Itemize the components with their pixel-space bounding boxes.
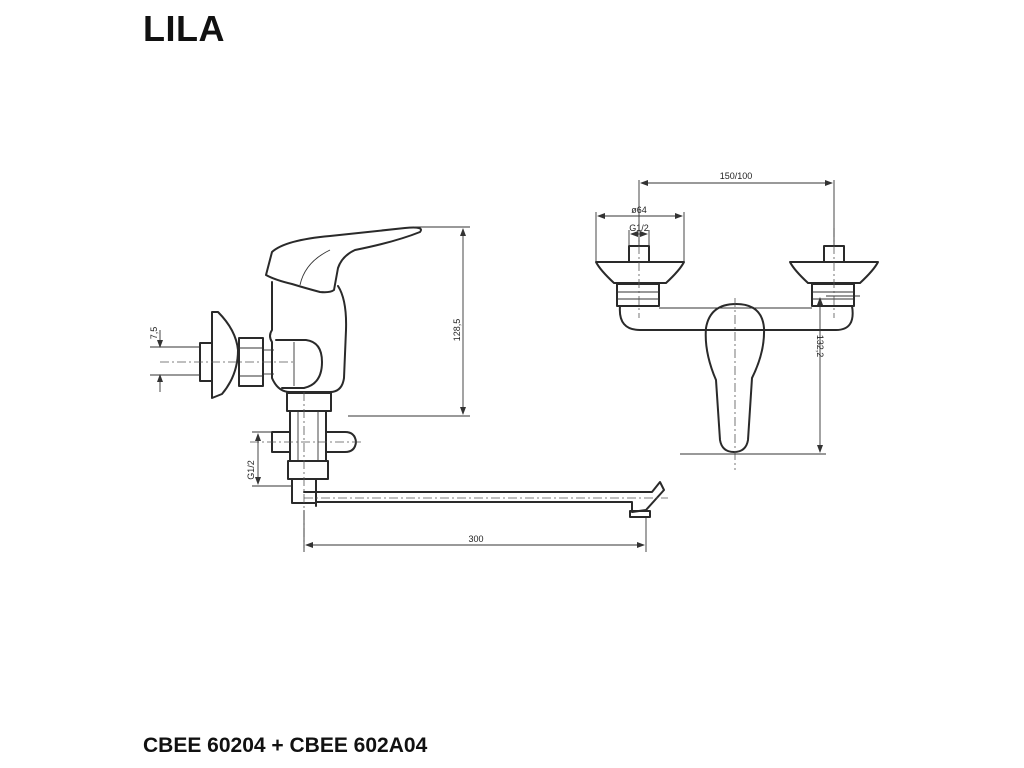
side-view xyxy=(160,226,668,548)
dim-thread-front: G1/2 xyxy=(629,223,649,233)
side-mixer-body xyxy=(269,281,348,393)
front-view-dimensions: 150/100 ø64 G1/2 132,2 xyxy=(595,171,860,455)
side-diverter-body xyxy=(289,410,327,462)
dim-thread-side: G1/2 xyxy=(246,460,256,480)
dim-spout-length: 300 xyxy=(468,534,483,544)
front-left-flange xyxy=(595,261,685,284)
side-spout xyxy=(303,481,665,513)
side-view-dimensions: 128,5 7,5 G1/2 300 xyxy=(149,226,647,552)
product-codes: CBEE 60204 + CBEE 602A04 xyxy=(143,734,428,757)
product-title: LILA xyxy=(143,8,225,49)
dim-height-side: 128,5 xyxy=(452,319,462,342)
front-left-nut xyxy=(616,283,660,307)
dim-inlet-offset: 7,5 xyxy=(149,327,159,340)
front-right-flange xyxy=(789,261,879,284)
side-diverter-collar xyxy=(286,392,332,412)
side-knob xyxy=(275,339,323,389)
dim-height-front: 132,2 xyxy=(815,335,825,358)
front-mixer-body xyxy=(618,305,854,331)
front-right-nut xyxy=(811,283,855,307)
side-spout-collar xyxy=(287,460,329,480)
dim-spacing: 150/100 xyxy=(720,171,753,181)
front-lever-handle xyxy=(704,303,766,453)
side-lever-handle xyxy=(265,226,422,294)
front-view xyxy=(595,228,879,470)
side-wall-flange xyxy=(211,311,239,399)
dim-flange-diameter: ø64 xyxy=(631,205,647,215)
